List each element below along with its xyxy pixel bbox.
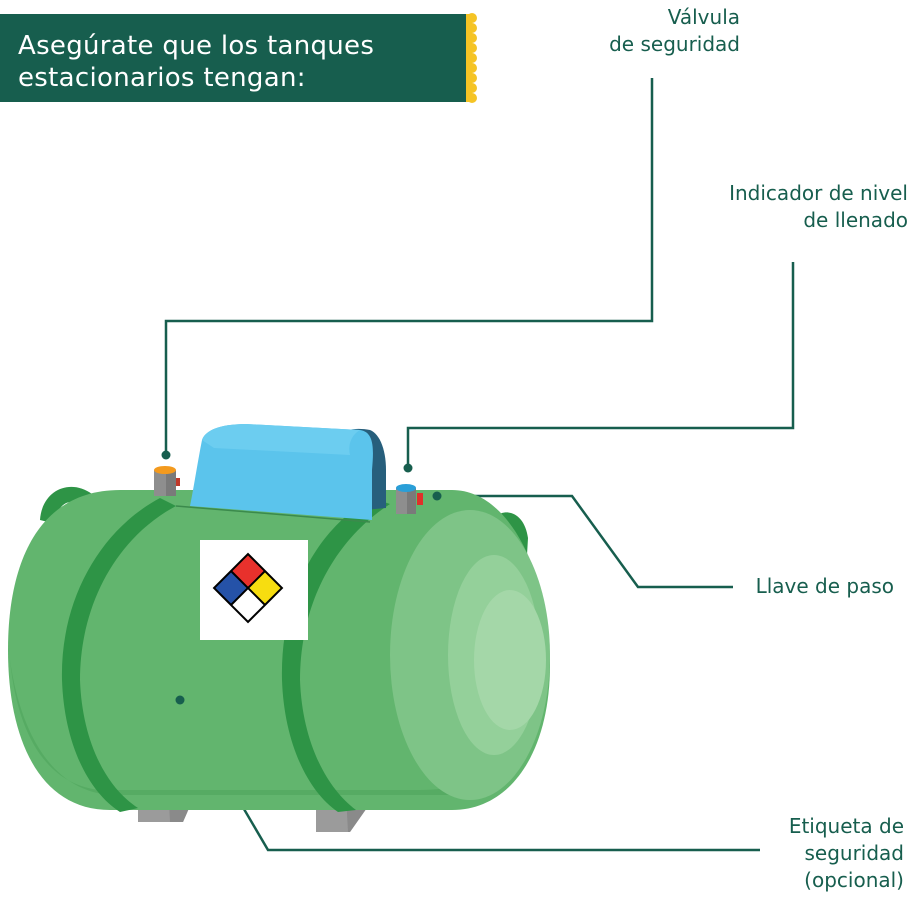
- safety-valve: [154, 466, 180, 496]
- label-etiqueta-line-1: Etiqueta de: [788, 814, 904, 838]
- tank-seam: [175, 505, 371, 523]
- tank-end-cap-center: [474, 590, 546, 730]
- title-banner: [0, 14, 468, 102]
- callout-dot-valvula: [161, 450, 171, 460]
- banner-title-line-1: Asegúrate que los tanques: [18, 31, 375, 61]
- label-indicador-line-2: de llenado: [803, 208, 908, 232]
- label-valvula-seguridad: Válvula de seguridad: [560, 4, 740, 58]
- callout-dot-indicador: [403, 463, 413, 473]
- label-valvula-line-1: Válvula: [667, 5, 740, 29]
- level-indicator: [396, 484, 416, 514]
- tank-band-left: [61, 498, 176, 812]
- callout-line-valvula: [164, 78, 654, 455]
- label-llave-line-1: Llave de paso: [755, 574, 894, 598]
- label-indicador-line-1: Indicador de nivel: [729, 181, 908, 205]
- label-llave-paso: Llave de paso: [700, 573, 894, 600]
- callout-line-indicador: [406, 262, 795, 468]
- banner-scalloped-edge: [466, 13, 477, 103]
- callout-dot-etiqueta: [175, 695, 185, 705]
- callout-dot-llave: [432, 491, 442, 501]
- label-etiqueta-line-2: seguridad: [804, 841, 904, 865]
- tank-band-right: [281, 498, 390, 812]
- banner-title: Asegúrate que los tanques estacionarios …: [18, 30, 458, 94]
- shutoff-key: [417, 493, 423, 505]
- label-etiqueta-line-3: (opcional): [804, 868, 904, 892]
- label-indicador-nivel: Indicador de nivel de llenado: [640, 180, 908, 234]
- banner-title-line-2: estacionarios tengan:: [18, 63, 306, 93]
- label-etiqueta-seguridad: Etiqueta de seguridad (opcional): [700, 813, 904, 894]
- label-valvula-line-2: de seguridad: [609, 32, 740, 56]
- callout-line-llave: [437, 494, 733, 589]
- tank-cover-top: [202, 424, 360, 455]
